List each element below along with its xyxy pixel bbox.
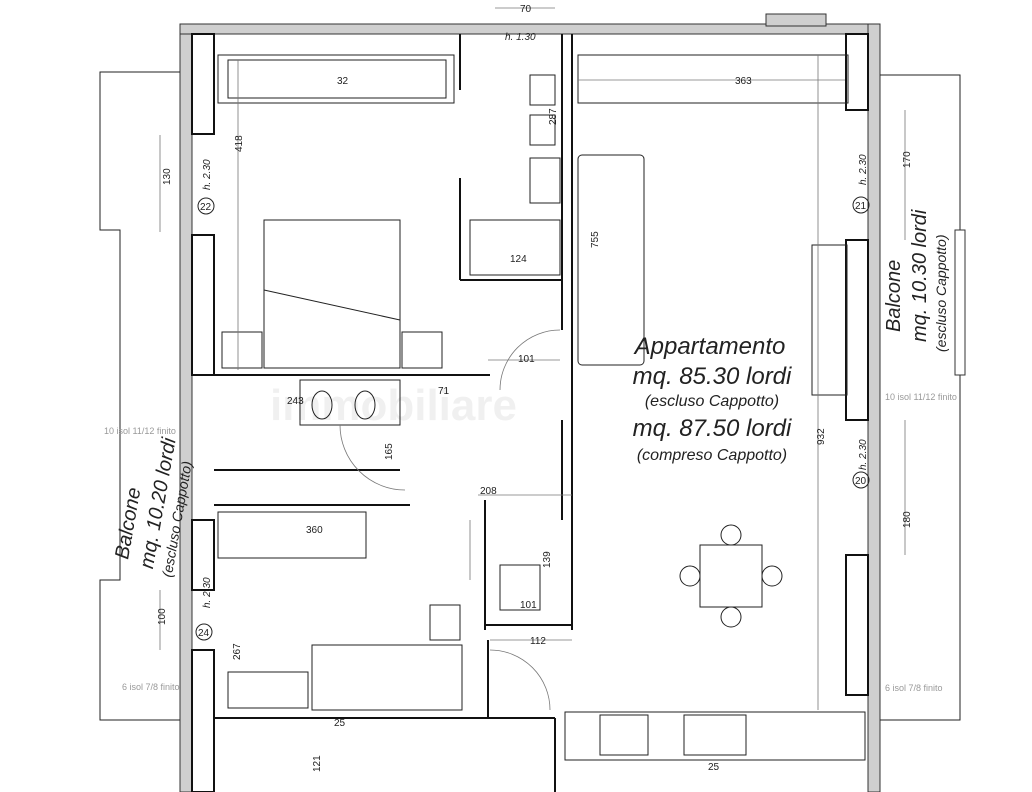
dim-208: 208 [480, 486, 497, 497]
height-label: h. 1.30 [505, 32, 536, 43]
dimension-lines [159, 7, 906, 710]
window-id-24: 24 [198, 628, 210, 639]
wall-note-left-lower: 6 isol 7/8 finito [122, 682, 180, 692]
desk [227, 671, 309, 709]
shower [469, 219, 561, 276]
dim-243: 243 [287, 396, 304, 407]
apartment-title: Appartamento [633, 333, 786, 360]
height-label: h. 2.30 [858, 439, 869, 470]
dim-121: 121 [312, 755, 323, 772]
dim-180: 180 [902, 511, 913, 528]
dim-101: 101 [518, 354, 535, 365]
toilet [529, 74, 556, 106]
watermark: immobiliare [270, 381, 517, 430]
window-id-20: 20 [855, 476, 867, 487]
washbasin [529, 157, 561, 204]
kitchen-counter [564, 711, 866, 761]
wall-note-right-lower: 6 isol 7/8 finito [885, 683, 943, 693]
balcony-title: Balcone [883, 260, 905, 332]
height-label: h. 2.30 [202, 159, 213, 190]
washing-machine [499, 564, 541, 611]
dim-418: 418 [234, 135, 245, 152]
doors [339, 329, 561, 711]
dim-112: 112 [530, 636, 546, 647]
apartment-label: Appartamento mq. 85.30 lordi (escluso Ca… [633, 333, 792, 464]
wardrobe-top [217, 54, 455, 104]
double-bed [263, 219, 401, 369]
walls [179, 13, 881, 792]
sink-unit [299, 379, 401, 426]
dim-287: 287 [548, 108, 559, 125]
dim-755: 755 [590, 231, 601, 248]
nightstand [401, 331, 443, 369]
window-id-21: 21 [855, 201, 867, 212]
wardrobe-bottom [217, 511, 367, 559]
apartment-area: mq. 85.30 lordi [633, 363, 792, 390]
dim-363: 363 [735, 76, 752, 87]
shelf [577, 54, 849, 104]
dim-70: 70 [520, 4, 532, 15]
balcony-note: (escluso Cappotto) [933, 234, 949, 352]
wall-note-right-upper: 10 isol 11/12 finito [885, 392, 957, 402]
dim-71: 71 [438, 386, 450, 397]
apartment-area-note-2: (compreso Cappotto) [637, 447, 787, 464]
nightstand [221, 331, 263, 369]
dim-139: 139 [542, 551, 553, 568]
dim-170: 170 [902, 151, 913, 168]
balcony-area: mq. 10.30 lordi [909, 209, 931, 342]
dim-25: 25 [334, 718, 346, 729]
height-label: h. 2.30 [858, 154, 869, 185]
apartment-area-2: mq. 87.50 lordi [633, 415, 792, 442]
dimension-labels: 70 h. 1.30 363 32 418 130 h. 2.30 22 287… [157, 4, 913, 773]
dim-32: 32 [337, 76, 349, 87]
window-id-22: 22 [200, 202, 212, 213]
dim-101b: 101 [520, 600, 537, 611]
height-label: h. 2.30 [202, 577, 213, 608]
dim-165: 165 [384, 443, 395, 460]
dim-25b: 25 [708, 762, 720, 773]
tv-unit [811, 244, 848, 396]
balcony-right-label: Balcone mq. 10.30 lordi (escluso Cappott… [883, 209, 949, 352]
dim-124: 124 [510, 254, 527, 265]
dining-table [699, 544, 763, 608]
bidet [529, 114, 556, 146]
dim-932: 932 [816, 428, 827, 445]
dim-100: 100 [157, 608, 168, 625]
dim-130: 130 [162, 168, 173, 185]
single-bed [311, 644, 463, 711]
sofa [577, 154, 645, 366]
furniture [217, 54, 866, 761]
wall-note-left-upper: 10 isol 11/12 finito [104, 426, 176, 436]
dim-360: 360 [306, 525, 323, 536]
dim-267: 267 [232, 643, 243, 660]
apartment-area-note: (escluso Cappotto) [645, 393, 779, 410]
balconies [99, 71, 966, 721]
